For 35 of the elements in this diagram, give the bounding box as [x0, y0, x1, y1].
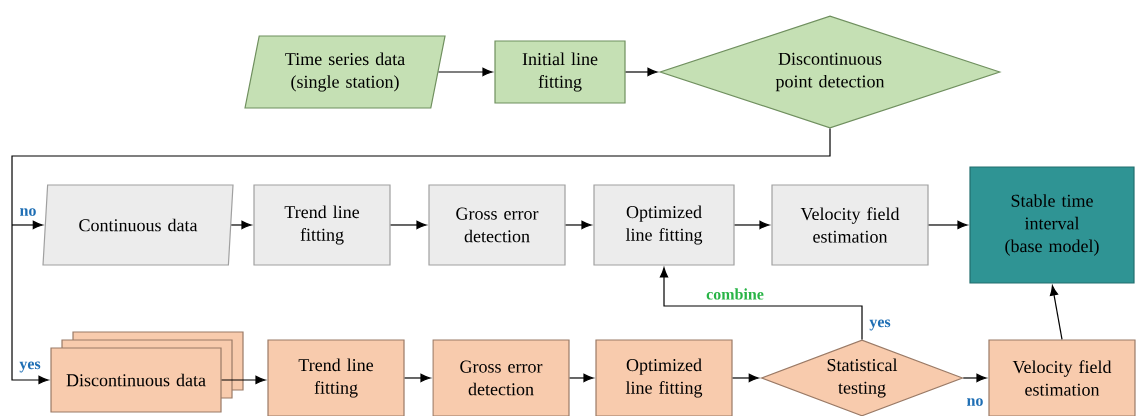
arrow — [11, 224, 49, 385]
process-box: Stable time interval (base model) — [969, 166, 1135, 284]
connector-line — [11, 128, 831, 226]
process-box: Trend line fitting — [267, 339, 405, 416]
annotation-text: combine — [704, 287, 766, 301]
arrow — [1049, 285, 1063, 340]
document-stack: Discontinuous data — [50, 331, 244, 413]
data-parallelogram: Continuous data — [42, 184, 234, 266]
arrow — [390, 220, 427, 230]
edge-label: no — [20, 208, 36, 216]
arrow — [734, 220, 770, 230]
process-box: Velocity field estimation — [771, 184, 929, 266]
edge-label: yes — [19, 361, 41, 373]
arrow — [569, 373, 594, 383]
process-box: Gross error detection — [428, 184, 566, 266]
arrow — [221, 375, 266, 385]
process-box: Optimized line fitting — [595, 339, 733, 416]
data-parallelogram: Time series data (single station) — [244, 35, 446, 109]
arrow — [928, 220, 968, 230]
process-box: Velocity field estimation — [988, 339, 1136, 416]
arrow — [437, 67, 493, 77]
arrow — [230, 220, 252, 230]
process-box: Initial line fitting — [494, 40, 626, 104]
arrow — [404, 373, 431, 383]
arrow — [625, 67, 658, 77]
process-box: Gross error detection — [432, 339, 570, 416]
process-box: Optimized line fitting — [593, 184, 735, 266]
arrow — [732, 373, 759, 383]
arrow — [11, 220, 43, 230]
arrow — [962, 373, 987, 383]
edge-label: no — [967, 398, 983, 406]
process-box: Trend line fitting — [253, 184, 391, 266]
arrow — [659, 267, 863, 340]
arrow — [565, 220, 592, 230]
edge-label: yes — [869, 319, 891, 331]
